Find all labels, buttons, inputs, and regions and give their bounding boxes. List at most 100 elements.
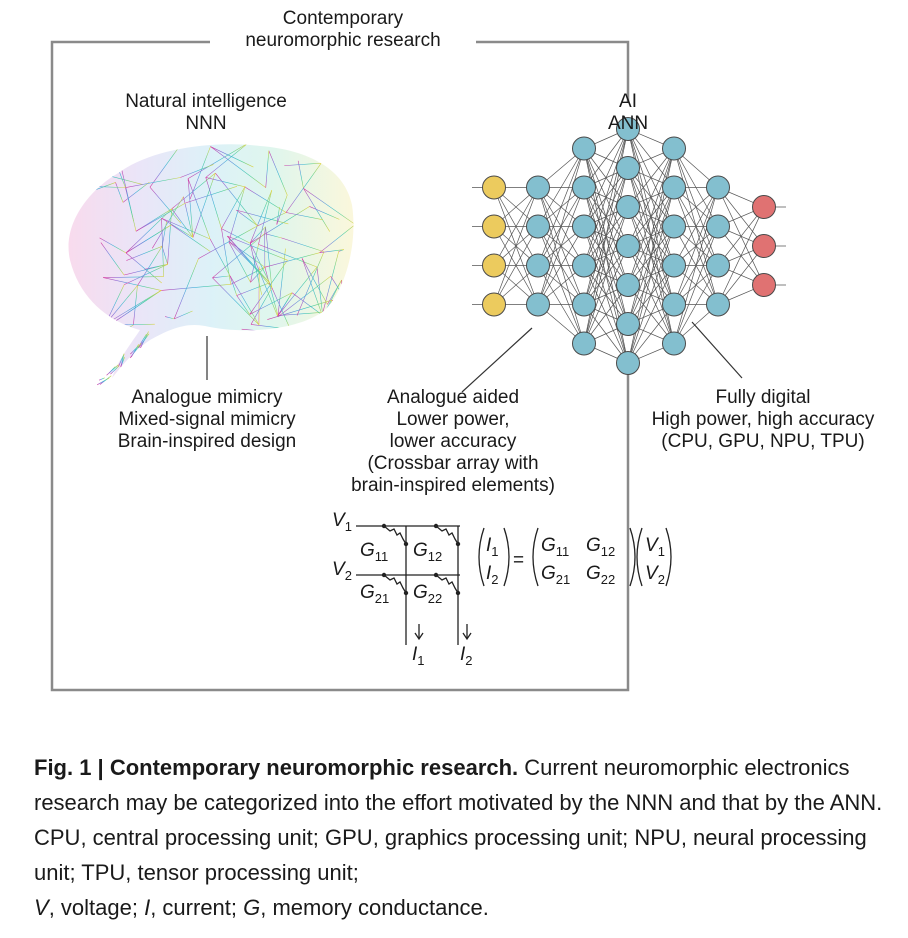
- brain-link: [99, 237, 127, 254]
- caption-label: Fig. 1 | Contemporary neuromorphic resea…: [34, 755, 519, 780]
- brain-link: [149, 144, 182, 188]
- brain-link: [189, 146, 211, 200]
- nnn-heading: Natural intelligence NNN: [90, 91, 322, 135]
- brain-link: [171, 208, 194, 238]
- analogue-description: Analogue aided Lower power, lower accura…: [320, 387, 586, 497]
- ann-hidden-node: [706, 214, 730, 239]
- brain-link: [257, 212, 287, 227]
- nnn-desc-line: Mixed-signal mimicry: [118, 409, 296, 430]
- caption-v-symbol: V: [34, 895, 49, 920]
- brain-link: [249, 243, 270, 283]
- figure-caption: Fig. 1 | Contemporary neuromorphic resea…: [34, 750, 884, 925]
- eq-v1: V1: [645, 535, 665, 559]
- ann-link: [627, 265, 675, 364]
- brain-link: [187, 178, 194, 238]
- brain-link: [236, 209, 258, 227]
- brain-link: [236, 282, 270, 296]
- brain-link: [152, 196, 184, 249]
- ann-link: [493, 187, 539, 305]
- brain-link: [135, 202, 186, 232]
- ann-hidden-node: [662, 214, 686, 239]
- ann-hidden-node: [572, 175, 596, 200]
- analogue-desc-line: Analogue aided: [386, 387, 520, 408]
- digital-desc-line: (CPU, GPU, NPU, TPU): [661, 431, 865, 452]
- ann-hidden-node: [616, 195, 640, 219]
- ann-link: [673, 187, 719, 266]
- brain-link: [124, 264, 168, 285]
- brain-link: [319, 224, 354, 253]
- brain-link: [212, 277, 260, 326]
- analogue-pointer-line: [461, 327, 533, 393]
- brain-tail-link: [106, 364, 119, 376]
- brain-tail-link: [129, 343, 142, 359]
- brain-link: [161, 284, 231, 291]
- caption-text: Current neuromorphic electronics researc…: [34, 755, 883, 885]
- brain-link: [341, 279, 345, 336]
- brain-link: [296, 251, 325, 316]
- brain-link: [68, 144, 88, 190]
- digital-desc-line: High power, high accuracy: [651, 409, 875, 430]
- brain-link: [229, 275, 238, 296]
- brain-link: [250, 266, 266, 283]
- eq-i2: I2: [486, 563, 499, 587]
- eq-i1: I1: [486, 535, 499, 559]
- research-frame: [50, 40, 630, 692]
- ann-input-node: [482, 253, 506, 278]
- brain-link: [228, 241, 266, 268]
- analogue-desc-line: brain-inspired elements): [351, 475, 555, 496]
- brain-link: [284, 162, 322, 166]
- ann-link: [717, 206, 765, 266]
- brain-link: [174, 310, 193, 320]
- brain-link: [109, 290, 162, 326]
- ann-link: [627, 304, 675, 364]
- ann-hidden-node: [616, 234, 640, 258]
- i1-label: I1: [412, 644, 425, 668]
- brain-link: [250, 287, 273, 325]
- brain-link: [212, 233, 265, 279]
- brain-link: [212, 275, 231, 279]
- ann-link: [627, 187, 675, 364]
- g11-label: G11: [360, 540, 388, 564]
- brain-link: [285, 163, 322, 213]
- caption-g-symbol: G: [243, 895, 261, 920]
- g22-label: G22: [413, 582, 442, 606]
- ann-input-node: [482, 214, 506, 239]
- ann-heading-line2: ANN: [607, 113, 649, 134]
- ann-hidden-node: [526, 214, 550, 239]
- digital-description: Fully digital High power, high accuracy …: [628, 387, 898, 453]
- caption-g-text: , memory conductance.: [260, 895, 489, 920]
- analogue-desc-line: Lower power,: [396, 409, 510, 430]
- brain-link: [161, 218, 164, 277]
- brain-link: [125, 177, 181, 188]
- brain-link: [258, 190, 273, 245]
- brain-link: [192, 173, 216, 238]
- brain-link: [165, 316, 175, 320]
- brain-link: [309, 206, 340, 220]
- ann-hidden-node: [572, 136, 596, 161]
- brain-link: [264, 233, 282, 239]
- figure-svg: V1 V2 G11 G12 G21 G22 I1 I2 I1 I2 = G11 …: [50, 40, 786, 692]
- ann-hidden-node: [616, 312, 640, 336]
- brain-link: [249, 260, 288, 315]
- brain-link: [276, 206, 280, 225]
- brain-tail-link: [120, 353, 125, 367]
- nnn-desc-line: Brain-inspired design: [117, 431, 297, 452]
- brain-link: [133, 285, 138, 325]
- brain-link: [119, 324, 134, 334]
- brain-link: [236, 209, 289, 225]
- ann-link: [493, 226, 539, 305]
- brain-link: [258, 244, 318, 268]
- brain-link: [205, 177, 245, 187]
- ann-hidden-node: [706, 175, 730, 200]
- ann-link: [627, 148, 675, 325]
- brain-link: [264, 267, 279, 316]
- brain-link: [205, 144, 249, 178]
- ann-link: [583, 128, 629, 227]
- brain-tail-link: [98, 377, 105, 381]
- brain-link: [332, 299, 354, 339]
- ann-output-node: [752, 234, 776, 258]
- g12-label: G12: [413, 540, 442, 564]
- ann-link: [537, 187, 585, 305]
- brain-link: [161, 218, 211, 240]
- brain-link: [249, 292, 293, 315]
